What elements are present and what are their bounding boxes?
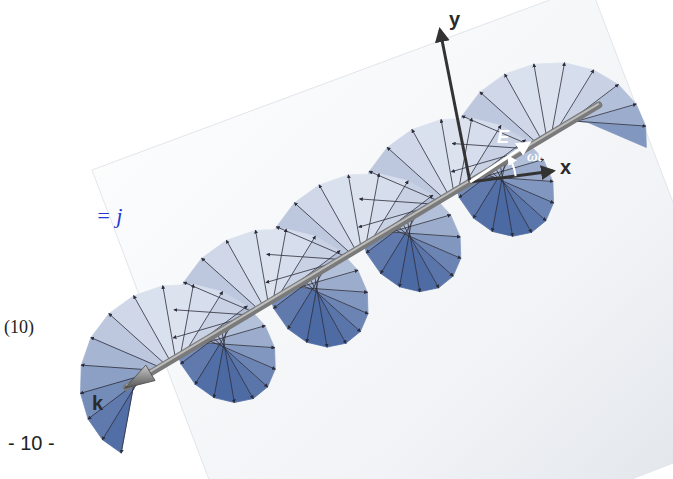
field-vector xyxy=(348,175,361,247)
photo-ground xyxy=(92,0,673,479)
angle-arc xyxy=(508,157,515,176)
axis-label: k xyxy=(92,392,103,414)
field-vector xyxy=(534,64,547,136)
field-vector xyxy=(369,171,438,201)
field-vector xyxy=(294,287,367,292)
field-vector xyxy=(462,116,531,146)
field-vector xyxy=(277,227,346,257)
fan-sector xyxy=(81,338,160,371)
equation-number: (10) xyxy=(4,318,34,338)
field-vector xyxy=(407,219,420,291)
field-fans xyxy=(81,63,647,453)
field-vector xyxy=(102,380,139,440)
field-vector xyxy=(109,314,165,364)
field-vector xyxy=(201,343,274,348)
field-vector xyxy=(412,130,449,195)
axis-label: y xyxy=(449,8,460,30)
rod-highlight xyxy=(126,104,598,386)
field-vector xyxy=(217,333,254,398)
field-vector xyxy=(387,232,460,237)
field-vector xyxy=(319,185,356,250)
field-vector xyxy=(572,121,645,126)
field-vector xyxy=(134,296,171,361)
field-vector xyxy=(226,240,263,305)
field-vector xyxy=(309,278,346,343)
e-vector xyxy=(470,143,529,182)
y-axis xyxy=(440,30,470,182)
field-vector xyxy=(441,120,454,192)
field-vector xyxy=(256,230,269,302)
page-number: - 10 - xyxy=(8,432,55,454)
field-vector xyxy=(91,338,160,368)
angle-label: ωt xyxy=(527,148,542,165)
k-arrowhead xyxy=(125,365,155,388)
vector-label: E xyxy=(497,128,509,148)
field-vectors xyxy=(81,63,646,453)
field-vector xyxy=(500,164,513,236)
field-vector xyxy=(387,147,443,197)
field-vector xyxy=(121,383,134,453)
field-vector xyxy=(505,74,542,139)
equation-fragment: = j xyxy=(96,204,122,228)
field-vector xyxy=(402,223,439,288)
field-vector xyxy=(184,282,253,312)
field-vector xyxy=(222,330,235,402)
field-vector xyxy=(202,258,258,308)
field-vector xyxy=(315,275,328,347)
propagation-rod xyxy=(126,105,598,387)
fan-sector xyxy=(102,380,139,454)
field-vector xyxy=(163,286,176,358)
axis-label: x xyxy=(560,156,571,178)
field-vector xyxy=(294,203,350,253)
